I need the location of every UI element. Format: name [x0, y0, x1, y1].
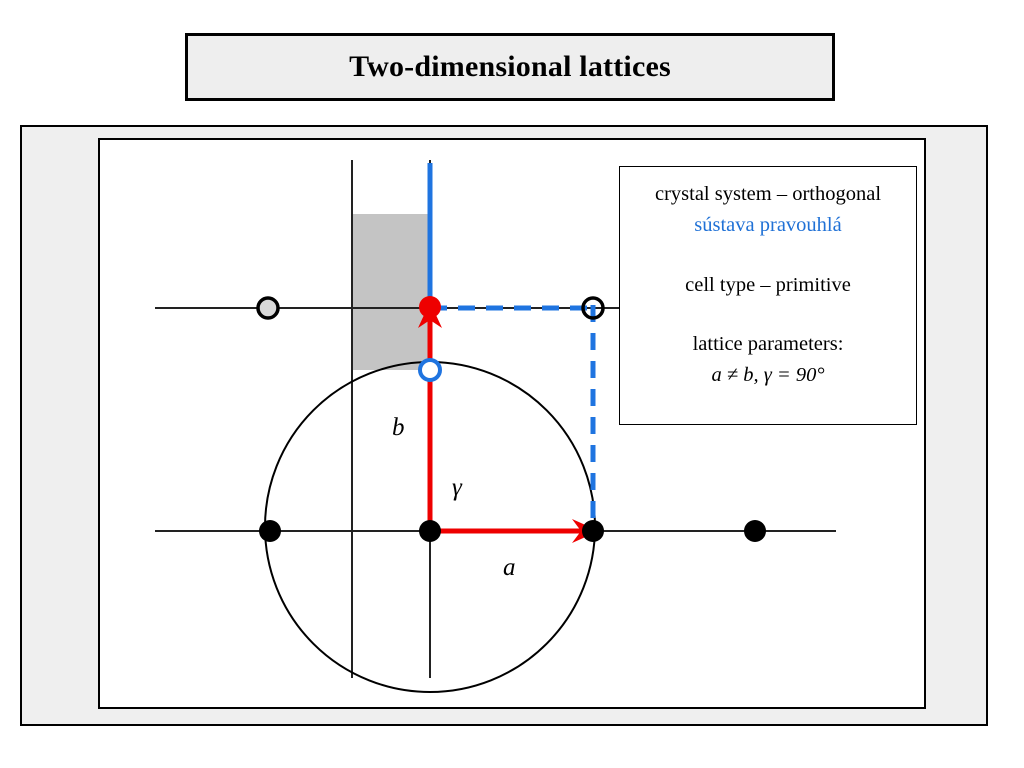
label-vector-a: a: [503, 554, 516, 581]
info-lattice-parameters-header: lattice parameters:: [692, 333, 844, 356]
label-angle-gamma: γ: [452, 474, 462, 501]
info-crystal-system: crystal system – orthogonal: [654, 183, 882, 205]
info-lattice-parameters-value: a ≠ b, γ = 90°: [711, 364, 825, 386]
info-panel: crystal system – orthogonal sústava prav…: [619, 166, 917, 425]
info-crystal-system-translation: sústava pravouhlá: [694, 213, 842, 236]
info-cell-type: cell type – primitive: [685, 273, 851, 296]
page-title: Two-dimensional lattices: [349, 50, 671, 83]
label-vector-b: b: [392, 414, 405, 441]
title-banner: Two-dimensional lattices: [185, 33, 835, 101]
